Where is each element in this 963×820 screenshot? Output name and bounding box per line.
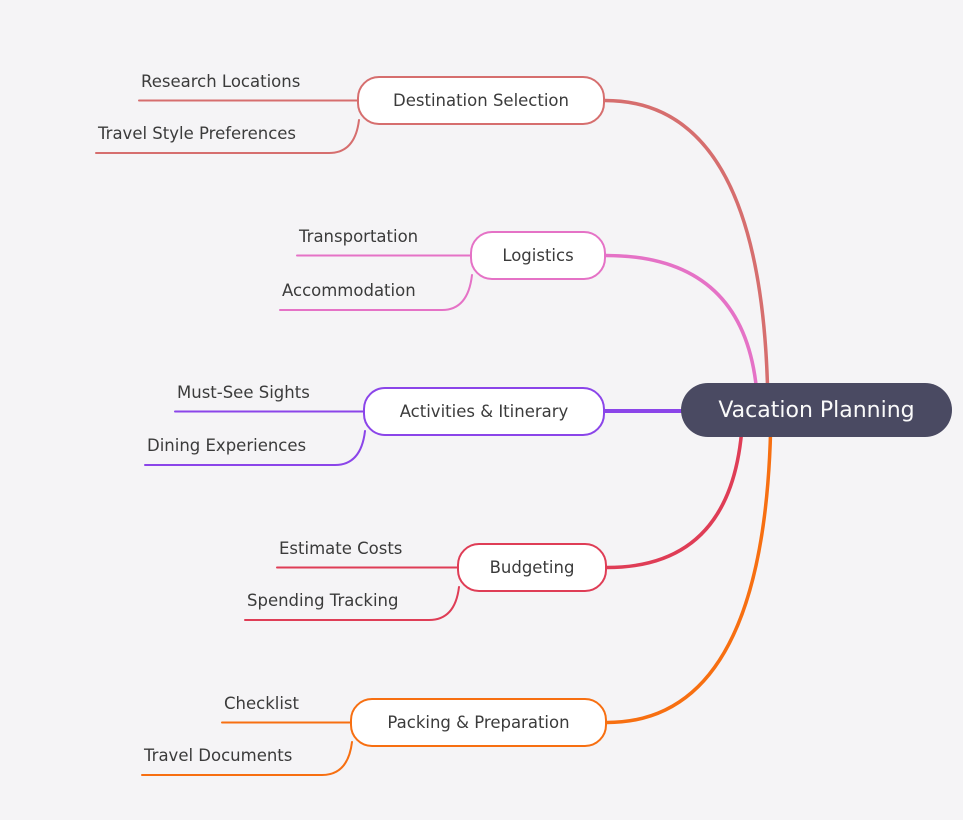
link-path [605, 398, 745, 570]
link-path [141, 741, 353, 776]
leaf-travel-documents[interactable]: Travel Documents [144, 746, 293, 765]
root-node[interactable]: Vacation Planning [681, 383, 952, 437]
leaf-must-see-sights[interactable]: Must-See Sights [177, 382, 310, 402]
branch-node-packing-preparation[interactable]: Packing & Preparation [350, 698, 607, 747]
branch-node-destination-selection[interactable]: Destination Selection [357, 76, 605, 125]
link-path [244, 586, 460, 621]
link-path [279, 274, 473, 311]
link-path [603, 98, 770, 422]
leaf-travel-style-preferences[interactable]: Travel Style Preferences [98, 124, 297, 143]
link-path [95, 119, 360, 154]
leaf-checklist[interactable]: Checklist [224, 693, 299, 713]
branch-node-activities-itinerary[interactable]: Activities & Itinerary [363, 387, 605, 436]
leaf-accommodation[interactable]: Accommodation [282, 281, 416, 300]
leaf-spending-tracking[interactable]: Spending Tracking [247, 591, 399, 610]
branch-label: Logistics [502, 246, 574, 265]
link-path [604, 253, 760, 422]
branch-label: Budgeting [489, 558, 575, 577]
leaf-dining-experiences[interactable]: Dining Experiences [147, 436, 307, 455]
link-path [144, 430, 366, 466]
leaf-estimate-costs[interactable]: Estimate Costs [279, 538, 403, 558]
root-label: Vacation Planning [718, 397, 915, 423]
branch-label: Destination Selection [393, 91, 569, 110]
leaf-transportation[interactable]: Transportation [299, 226, 419, 246]
branch-label: Activities & Itinerary [399, 402, 569, 421]
branch-label: Packing & Preparation [387, 713, 570, 732]
leaf-research-locations[interactable]: Research Locations [141, 71, 301, 91]
branch-node-logistics[interactable]: Logistics [470, 231, 606, 280]
link-path [605, 398, 773, 725]
branch-node-budgeting[interactable]: Budgeting [457, 543, 607, 592]
